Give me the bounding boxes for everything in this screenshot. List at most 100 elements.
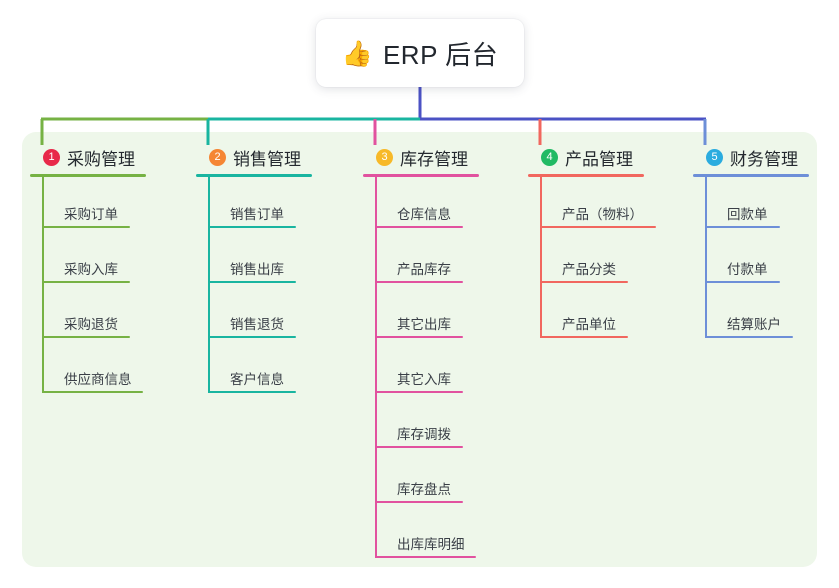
branch-item-underline (208, 226, 296, 228)
branch-item[interactable]: 客户信息 (196, 342, 312, 397)
branch-item-underline (375, 336, 463, 338)
branch-spine (705, 177, 707, 338)
branch-number-badge: 2 (209, 148, 226, 166)
branch-item-underline (540, 336, 628, 338)
branch-item[interactable]: 销售订单 (196, 177, 312, 232)
branch-header-underline (196, 174, 312, 177)
diagram-panel-background (22, 132, 817, 567)
branch-item[interactable]: 产品分类 (528, 232, 644, 287)
branch-item-underline (42, 281, 130, 283)
branch-item-label: 客户信息 (230, 372, 284, 387)
branch-item-underline (375, 556, 476, 558)
branch-title: 采购管理 (67, 149, 135, 169)
branch-item[interactable]: 采购订单 (30, 177, 146, 232)
root-node[interactable]: 👍 ERP 后台 (316, 19, 524, 87)
root-node-title: ERP 后台 (382, 39, 499, 70)
branch-item[interactable]: 结算账户 (693, 287, 809, 342)
branch-item-label: 产品分类 (562, 262, 616, 277)
branch-item[interactable]: 回款单 (693, 177, 809, 232)
branch-item-underline (375, 391, 463, 393)
thumbs-up-emoji: 👍 (341, 38, 373, 68)
branch-header-underline (30, 174, 146, 177)
branch-item-label: 供应商信息 (64, 372, 132, 387)
branch-item-underline (42, 391, 143, 393)
branch-item-label: 回款单 (727, 207, 768, 222)
branch-item-label: 其它入库 (397, 372, 451, 387)
branch-item[interactable]: 销售退货 (196, 287, 312, 342)
branch-number-badge: 4 (541, 148, 558, 166)
branch-header-underline (363, 174, 479, 177)
branch-number-badge: 1 (43, 148, 60, 166)
branch-number-badge: 3 (376, 148, 393, 166)
branch-item-underline (208, 281, 296, 283)
branch-item-label: 采购退货 (64, 317, 118, 332)
branch-item-label: 库存盘点 (397, 482, 451, 497)
branch-item-underline (42, 226, 130, 228)
branch-item[interactable]: 采购退货 (30, 287, 146, 342)
branch-item-label: 产品库存 (397, 262, 451, 277)
branch-header-underline (528, 174, 644, 177)
branch-spine (375, 177, 377, 558)
branch-header[interactable]: 1 采购管理 (30, 145, 146, 169)
branch-column: 1 采购管理采购订单采购入库采购退货供应商信息 (30, 145, 146, 397)
branch-item[interactable]: 产品单位 (528, 287, 644, 342)
branch-item[interactable]: 销售出库 (196, 232, 312, 287)
branch-item-underline (375, 446, 463, 448)
branch-item-label: 付款单 (727, 262, 768, 277)
branch-number-badge: 5 (706, 148, 723, 166)
branch-item-underline (705, 336, 793, 338)
branch-item[interactable]: 出库库明细 (363, 507, 479, 562)
branch-spine (208, 177, 210, 393)
branch-item[interactable]: 产品库存 (363, 232, 479, 287)
branch-item-underline (705, 226, 780, 228)
branch-item-underline (208, 336, 296, 338)
branch-item[interactable]: 库存盘点 (363, 452, 479, 507)
branch-item-label: 采购入库 (64, 262, 118, 277)
branch-item-list: 产品（物料） 产品分类产品单位 (528, 177, 656, 342)
branch-item-underline (375, 501, 463, 503)
branch-item-label: 产品单位 (562, 317, 616, 332)
branch-item-list: 采购订单采购入库采购退货供应商信息 (30, 177, 146, 397)
branch-item-underline (540, 226, 656, 228)
branch-item-list: 回款单付款单结算账户 (693, 177, 809, 342)
branch-header[interactable]: 2 销售管理 (196, 145, 312, 169)
branch-item-list: 销售订单销售出库销售退货客户信息 (196, 177, 312, 397)
branch-item-label: 出库库明细 (397, 537, 465, 552)
branch-item-underline (705, 281, 780, 283)
branch-item-label: 库存调拨 (397, 427, 451, 442)
branch-item[interactable]: 其它出库 (363, 287, 479, 342)
branch-item-underline (208, 391, 296, 393)
branch-header[interactable]: 4 产品管理 (528, 145, 644, 169)
branch-item-underline (375, 226, 463, 228)
branch-item-label: 采购订单 (64, 207, 118, 222)
branch-item[interactable]: 库存调拨 (363, 397, 479, 452)
branch-title: 财务管理 (730, 149, 798, 169)
branch-item-underline (375, 281, 463, 283)
branch-header[interactable]: 5 财务管理 (693, 145, 809, 169)
branch-title: 产品管理 (565, 149, 633, 169)
branch-item[interactable]: 产品（物料） (528, 177, 656, 232)
branch-item[interactable]: 供应商信息 (30, 342, 146, 397)
branch-spine (540, 177, 542, 338)
branch-item-label: 其它出库 (397, 317, 451, 332)
branch-item-label: 销售出库 (230, 262, 284, 277)
branch-item-label: 产品（物料） (562, 207, 643, 222)
branch-item-label: 销售退货 (230, 317, 284, 332)
branch-item-underline (540, 281, 628, 283)
branch-column: 5 财务管理回款单付款单结算账户 (693, 145, 809, 342)
branch-item[interactable]: 采购入库 (30, 232, 146, 287)
branch-column: 2 销售管理销售订单销售出库销售退货客户信息 (196, 145, 312, 397)
branch-header-underline (693, 174, 809, 177)
branch-item-label: 销售订单 (230, 207, 284, 222)
branch-item-label: 结算账户 (727, 317, 781, 332)
branch-item[interactable]: 付款单 (693, 232, 809, 287)
branch-title: 销售管理 (233, 149, 301, 169)
branch-item[interactable]: 仓库信息 (363, 177, 479, 232)
branch-item-underline (42, 336, 130, 338)
branch-item[interactable]: 其它入库 (363, 342, 479, 397)
branch-column: 4 产品管理产品（物料） 产品分类产品单位 (528, 145, 656, 342)
